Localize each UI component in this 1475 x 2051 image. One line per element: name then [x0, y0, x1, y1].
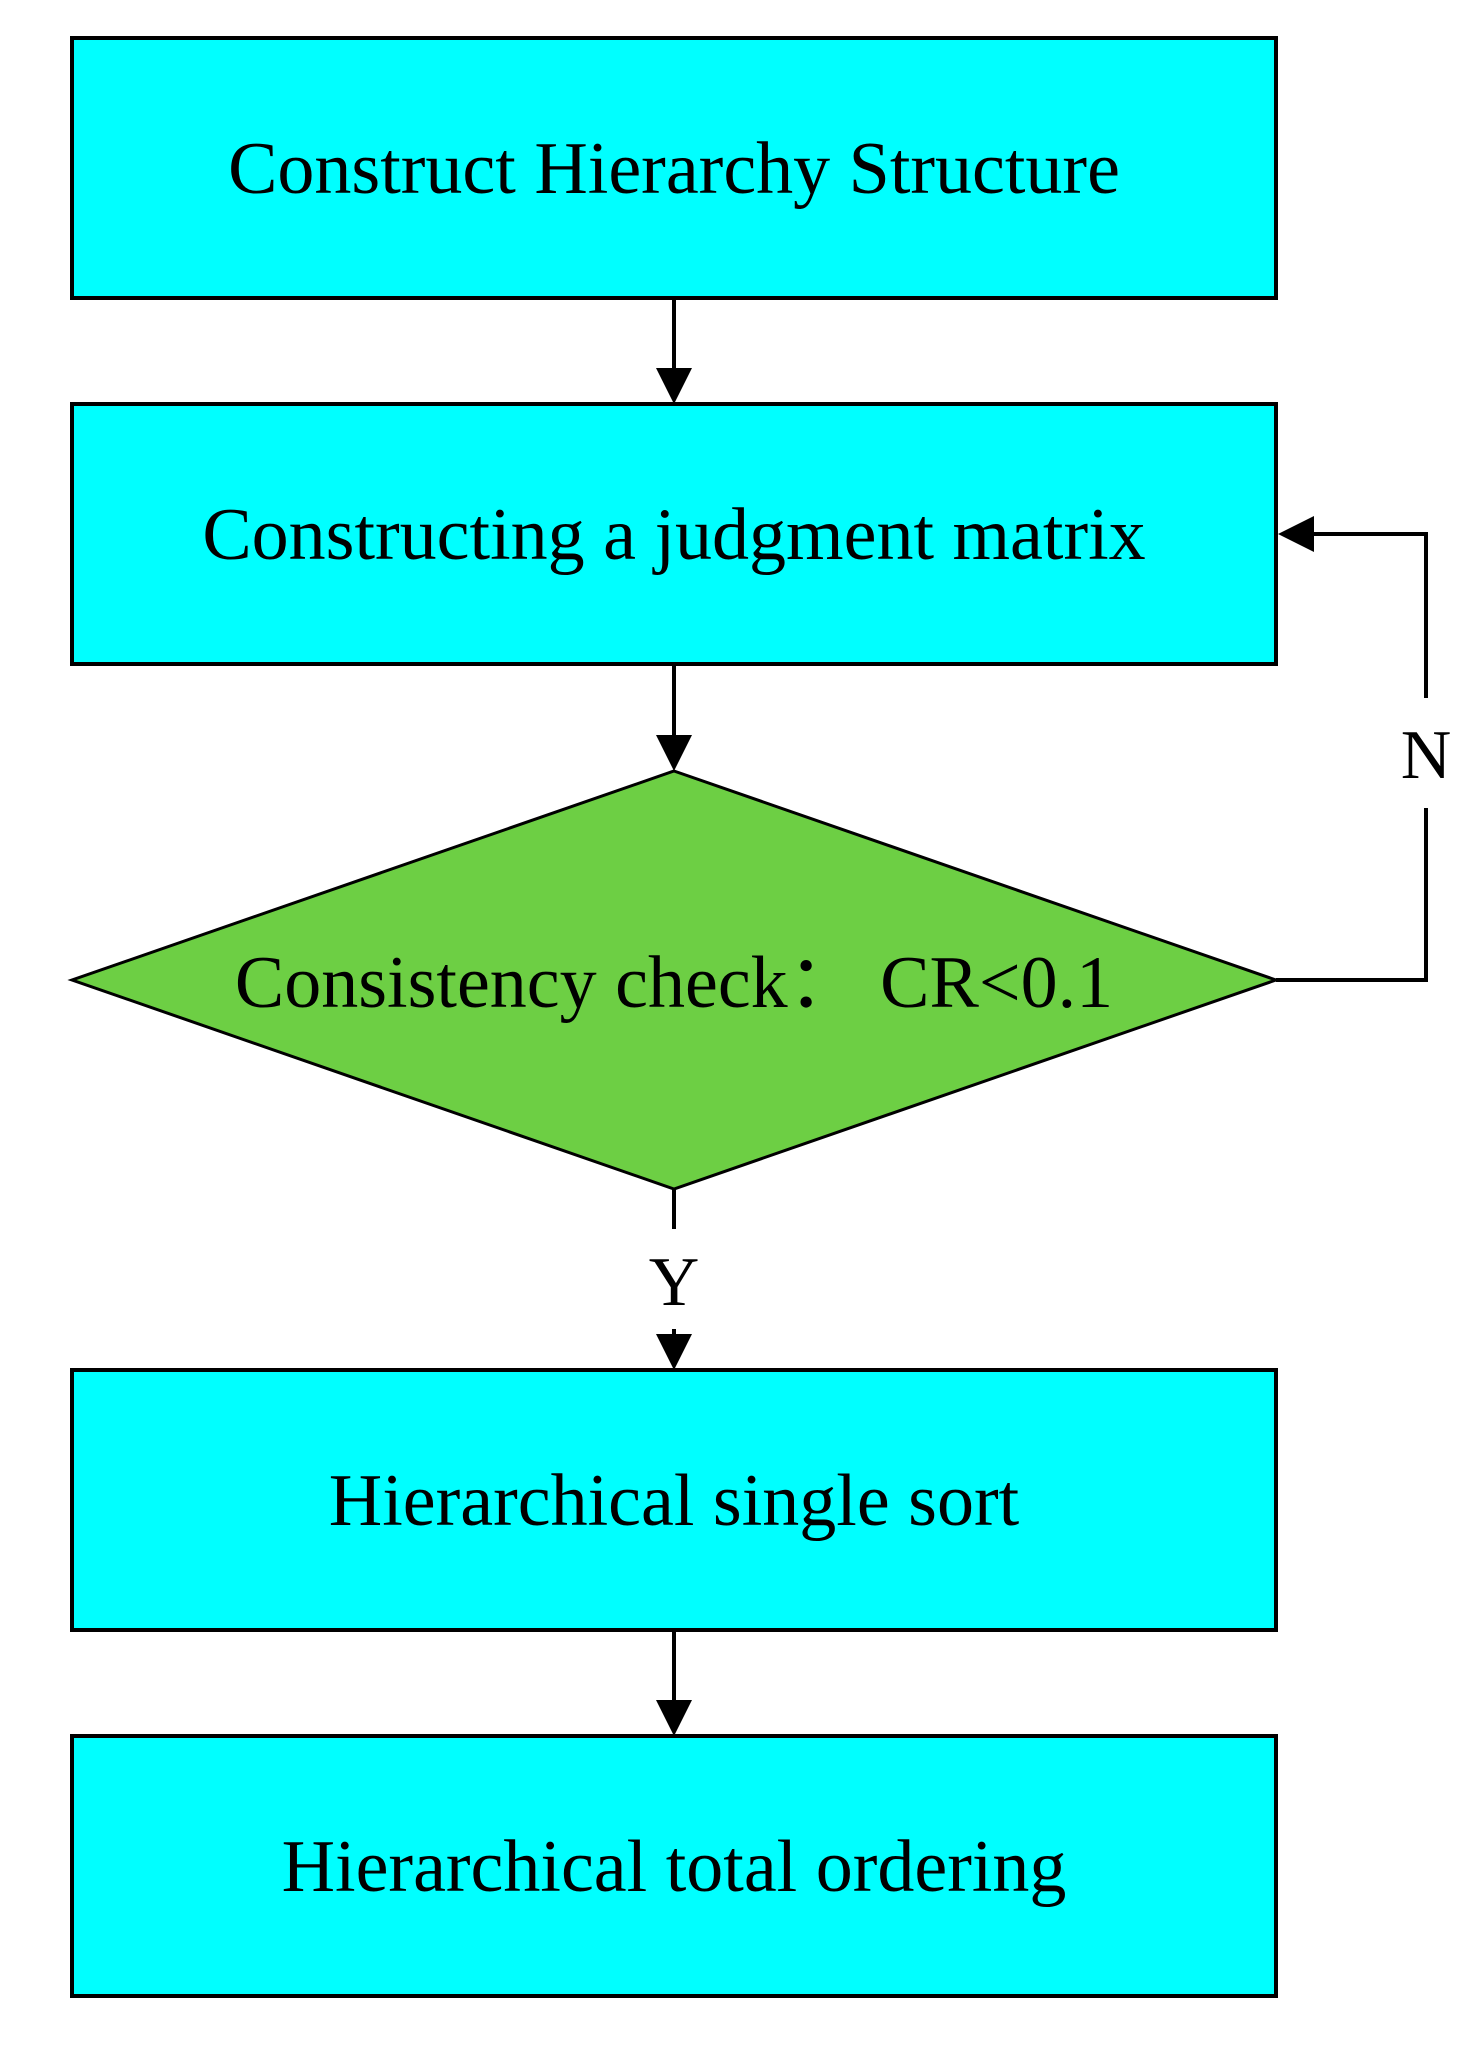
process-box — [70, 1734, 1278, 1998]
node-construct-hierarchy: Construct Hierarchy Structure — [70, 36, 1278, 300]
process-box — [70, 36, 1278, 300]
arrowhead — [656, 1334, 692, 1370]
node-label-judgment-matrix: Constructing a judgment matrix — [202, 494, 1145, 576]
edge-label-yes: Y — [649, 1244, 700, 1321]
edge-check-yes: Y — [649, 1189, 700, 1370]
edge-line — [1314, 532, 1428, 698]
arrowhead — [656, 368, 692, 404]
edge-single-to-total — [656, 1630, 692, 1736]
edge-hierarchy-to-matrix — [656, 298, 692, 404]
arrowhead — [656, 1700, 692, 1736]
node-label-total-ordering: Hierarchical total ordering — [282, 1826, 1067, 1908]
edge-label-no: N — [1401, 717, 1452, 794]
process-box — [70, 402, 1278, 666]
arrowhead — [1278, 516, 1314, 552]
process-box — [70, 1368, 1278, 1632]
node-total-ordering: Hierarchical total ordering — [70, 1734, 1278, 1998]
node-label-consistency-check: Consistency check： CR<0.1 — [235, 942, 1113, 1024]
edge-check-no-loop: N — [1276, 516, 1452, 982]
arrowhead — [656, 735, 692, 771]
node-single-sort: Hierarchical single sort — [70, 1368, 1278, 1632]
edge-line — [1276, 808, 1428, 982]
node-label-construct-hierarchy: Construct Hierarchy Structure — [228, 128, 1120, 210]
edge-matrix-to-check — [656, 664, 692, 771]
node-consistency-check: Consistency check： CR<0.1 — [67, 769, 1281, 1191]
node-judgment-matrix: Constructing a judgment matrix — [70, 402, 1278, 666]
node-label-single-sort: Hierarchical single sort — [329, 1460, 1020, 1542]
